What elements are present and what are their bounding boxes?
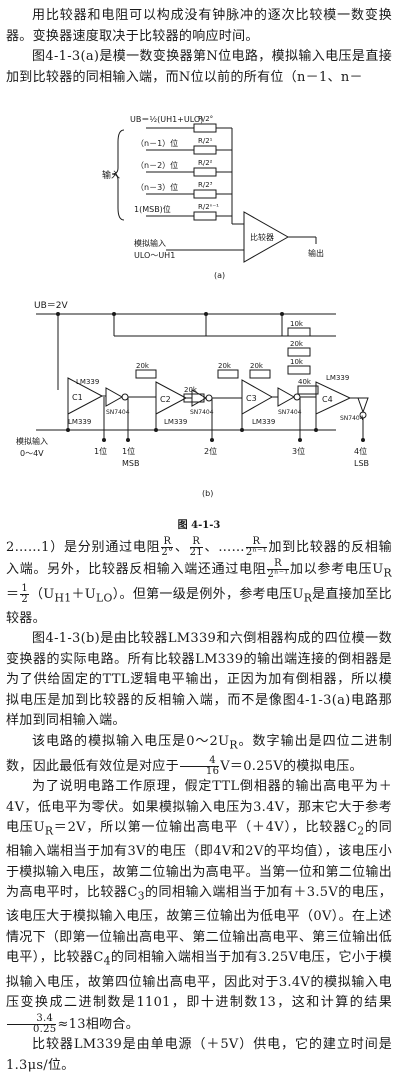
input-msb-label: 1(MSB)位 xyxy=(134,204,171,214)
analog-input-range: ULO～UH1 xyxy=(134,251,175,260)
figure-b-subcaption: (b) xyxy=(202,489,213,498)
bit-1-label: 1位 xyxy=(94,446,107,456)
lsb-label: LSB xyxy=(354,459,369,468)
comparator-label: 比较器 xyxy=(250,232,274,242)
inverter-2: SN7404 xyxy=(190,409,214,416)
resistor-20k-1: 20k xyxy=(136,362,150,370)
paragraph-operation: 为了说明电路工作原理，假定TTL倒相器的输出高电平为＋4V，低电平为零伏。如果模… xyxy=(6,779,393,1035)
resistor-20k-2: 20k xyxy=(218,362,232,370)
ic-top-2: LM339 xyxy=(326,374,349,382)
ic-bottom-3: LM339 xyxy=(252,418,275,426)
paragraph-intro: 用比较器和电阻可以构成没有钟脉冲的逐次比较模一数变换器。变换器速度取决于比较器的… xyxy=(6,8,392,44)
analog-input-label: 模拟输入 xyxy=(16,436,48,446)
supply-label: UB＝2V xyxy=(34,301,68,311)
resistor-r20-label: R/2° xyxy=(198,115,213,123)
comparator-c3: C3 xyxy=(246,394,257,403)
resistor-20k-5: 20k xyxy=(290,340,304,348)
figure-a-svg: UB＝½(UH1+ULO) （n－1）位 （n－2）位 （n－3）位 1(MSB… xyxy=(102,115,324,280)
resistor-r22-label: R/2² xyxy=(198,159,213,167)
resistor-10k-1: 10k xyxy=(290,320,304,328)
resistor-10k-2: 10k xyxy=(290,358,304,366)
resistor-r23-label: R/2³ xyxy=(198,181,213,189)
inverter-4: SN7404 xyxy=(340,415,364,422)
figure-b-svg: UB＝2V LM339 LM339 C1 C2 C3 C4 LM339 LM33… xyxy=(16,301,369,498)
figure-a: UB＝½(UH1+ULO) （n－1）位 （n－2）位 （n－3）位 1(MSB… xyxy=(6,92,392,286)
output-label: 输出 xyxy=(308,248,324,258)
bit-1-msb-label: 1位 xyxy=(122,446,135,456)
resistor-20k-3: 20k xyxy=(250,362,264,370)
resistor-r21-label: R/2¹ xyxy=(198,137,213,145)
input-vertical-label: 输入 xyxy=(102,169,120,181)
input-n2-label: （n－2）位 xyxy=(136,160,178,170)
comparator-c2: C2 xyxy=(160,395,171,404)
analog-input-range: 0～4V xyxy=(20,449,44,458)
figure-a-subcaption: (a) xyxy=(214,271,225,280)
msb-label: MSB xyxy=(122,459,139,468)
ic-bottom-2: LM339 xyxy=(164,418,187,426)
page: 用比较器和电阻可以构成没有钟脉冲的逐次比较模一数变换器。变换器速度取决于比较器的… xyxy=(6,8,393,1073)
comparator-c1: C1 xyxy=(72,393,83,402)
input-n3-label: （n－3）位 xyxy=(136,182,178,192)
resistor-rn-label: R/2ⁿ⁻¹ xyxy=(198,203,219,211)
ic-bottom-1: LM339 xyxy=(68,418,91,426)
bit-4-label: 4位 xyxy=(354,446,367,456)
paragraph-figure-b: 图4-1-3(b)是由比较器LM339和六倒相器构成的四位模一数变换器的实际电路… xyxy=(6,631,392,729)
input-brace xyxy=(111,129,125,221)
resistor-40k: 40k xyxy=(298,378,312,386)
input-n1-label: （n－1）位 xyxy=(136,138,178,148)
input-ub-label: UB＝½(UH1+ULO) xyxy=(130,115,203,124)
bit-2-label: 2位 xyxy=(204,446,217,456)
paragraph-supply: 比较器LM339是由单电源（＋5V）供电，它的建立时间是1.3μs/位。 xyxy=(6,1037,392,1073)
inverter-1: SN7404 xyxy=(106,409,130,416)
figure-b: UB＝2V LM339 LM339 C1 C2 C3 C4 LM339 LM33… xyxy=(6,290,392,514)
analog-input-label: 模拟输入 xyxy=(134,238,166,248)
ic-top-1: LM339 xyxy=(76,378,99,386)
resistor-20k-4: 20k xyxy=(184,386,198,394)
paragraph-input-range: 该电路的模拟输入电压是0～2UR。数字输出是四位二进制数，因此最低有效位是对应于… xyxy=(6,733,392,777)
comparator-c4: C4 xyxy=(322,395,333,404)
paragraph-figure-a-intro: 图4-1-3(a)是模一数变换器第N位电路，模拟输入电压是直接加到比较器的同相输… xyxy=(6,49,392,85)
inverter-3: SN7404 xyxy=(278,409,302,416)
figure-caption: 图 4-1-3 xyxy=(177,520,221,531)
bit-3-label: 3位 xyxy=(292,446,305,456)
